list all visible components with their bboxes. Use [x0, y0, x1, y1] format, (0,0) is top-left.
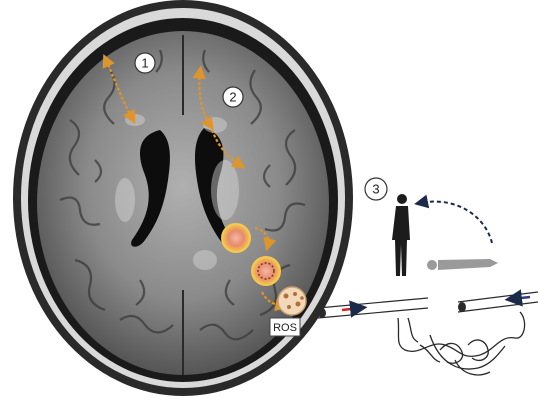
marker-3-label: 3	[372, 182, 379, 197]
marker-2-label: 2	[229, 90, 236, 105]
marker-2: 2	[223, 87, 243, 107]
lying-person-icon	[427, 259, 498, 270]
capillary-network-icon	[398, 312, 525, 375]
lesion-1	[222, 224, 250, 252]
marker-1: 1	[135, 53, 155, 73]
mri-brain-slice	[13, 0, 353, 396]
lesion-2	[252, 257, 280, 285]
blood-vessel-icon	[318, 292, 538, 318]
ros-label: ROS	[273, 322, 297, 334]
curved-dashed-arrow-icon	[420, 202, 492, 243]
marker-3: 3	[365, 178, 387, 200]
ros-label-box: ROS	[270, 318, 300, 336]
standing-person-icon	[392, 194, 410, 276]
ros-cell-cluster	[278, 287, 306, 315]
marker-1-label: 1	[141, 56, 148, 71]
